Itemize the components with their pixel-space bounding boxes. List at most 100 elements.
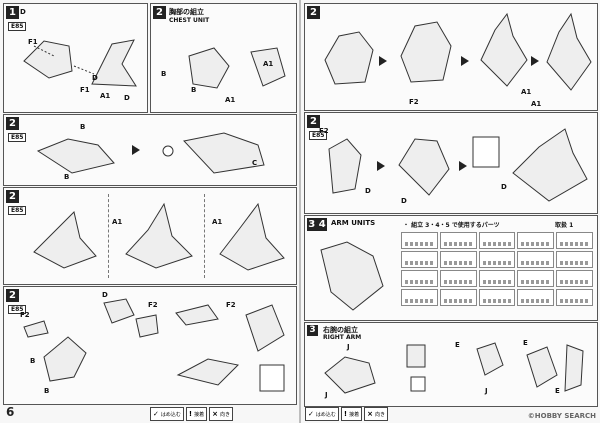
step-3-illustration-a: [324, 356, 376, 394]
step-number: 2: [307, 6, 320, 19]
step-2f-illustration-a: [328, 138, 362, 194]
legend-note: !接着: [185, 407, 208, 421]
sprue-icon: [517, 251, 555, 268]
part-label: A1: [263, 60, 274, 68]
cross-icon: ×: [367, 410, 373, 418]
part-label: A1: [521, 88, 532, 96]
step-number: 3 4: [307, 218, 327, 231]
step-arrow-icon: [531, 56, 539, 66]
check-icon: ✓: [308, 410, 314, 418]
part-label: B: [44, 387, 50, 395]
step-subtitle: RIGHT ARM: [323, 334, 362, 341]
step-2c-panel: 2 E85 A1 A1: [3, 187, 297, 285]
step-2c-illustration-a: [33, 211, 97, 269]
step-code: E85: [8, 133, 27, 142]
step-1-illustration: [23, 39, 137, 87]
page-gutter: [299, 0, 301, 423]
step-arrow-icon: [459, 161, 467, 171]
step-code: E85: [8, 206, 27, 215]
part-label: B: [161, 70, 167, 78]
step-number: 2: [153, 6, 166, 19]
part-label: A1: [112, 218, 123, 226]
step-2b-panel: 2 E85 B B C: [3, 114, 297, 186]
part-label: A1: [531, 100, 542, 108]
sprue-icon: [401, 270, 438, 287]
step-arrow-icon: [379, 56, 387, 66]
sprue-icon: [517, 289, 555, 306]
step-2f-illustration-c: [472, 128, 588, 202]
sprue-icon: [517, 232, 555, 249]
step-1-panel: 1 E85 D F1 D F1 A1 D: [3, 3, 148, 113]
step-2e-illustration-d: [546, 12, 592, 91]
part-label: B: [30, 357, 36, 365]
step-2e-illustration-a: [324, 31, 374, 85]
part-label: D: [501, 183, 507, 191]
legend-note: ×向き: [364, 407, 388, 421]
parts-header: ・ 組立 3・4・5 で使用するパーツ: [403, 222, 500, 229]
part-label: A1: [212, 218, 223, 226]
part-label: D: [365, 187, 371, 195]
step-title: 胸部の組立: [169, 8, 204, 16]
sprue-icon: [556, 251, 593, 268]
section-title: ARM UNITS: [331, 219, 376, 227]
step-title: 右腕の組立: [323, 326, 358, 334]
sprue-icon: [439, 289, 477, 306]
part-label: D: [102, 291, 108, 299]
part-label: F2: [20, 311, 30, 319]
arm-units-panel: 3 4 ARM UNITS ・ 組立 3・4・5 で使用するパーツ 取扱 1: [304, 215, 598, 321]
step-2d-illustration-c: [175, 304, 285, 392]
part-label: J: [325, 391, 328, 399]
part-label: J: [347, 343, 350, 351]
sprue-icon: [401, 232, 438, 249]
sprue-icon: [478, 270, 516, 287]
step-subtitle: CHEST UNIT: [169, 17, 210, 24]
legend-note: ×向き: [209, 407, 233, 421]
part-label: F2: [226, 301, 236, 309]
step-2f-panel: 2 E85 F2 D D D: [304, 112, 598, 214]
step-2-illustration: [188, 47, 286, 89]
step-2b-illustration-b: [162, 132, 265, 174]
part-label: D: [124, 94, 130, 102]
legend-note: !接着: [340, 407, 363, 421]
sprue-icon: [401, 251, 438, 268]
step-number: 2: [6, 190, 19, 203]
step-arrow-icon: [132, 145, 140, 155]
part-label: A1: [100, 92, 111, 100]
step-2b-illustration-a: [36, 138, 115, 174]
part-label: F2: [319, 127, 329, 135]
step-2d-illustration-b: [103, 298, 159, 338]
page-number: 6: [6, 405, 15, 419]
part-label: F1: [80, 86, 90, 94]
check-icon: ✓: [153, 410, 159, 418]
part-label: D: [92, 74, 98, 82]
sprue-icon: [478, 289, 516, 306]
step-3-right-arm-panel: 3 右腕の組立 RIGHT ARM J J E E J E: [304, 322, 598, 407]
sprue-icon: [439, 251, 477, 268]
part-label: C: [252, 159, 258, 167]
step-2d-illustration-a: [23, 320, 87, 382]
step-number: 2: [6, 117, 19, 130]
part-label: B: [191, 86, 197, 94]
part-label: D: [20, 8, 26, 16]
step-2e-panel: 2 F2 A1 A1: [304, 3, 598, 111]
parts-code: 取扱 1: [555, 222, 574, 229]
sprue-icon: [517, 270, 555, 287]
arm-unit-illustration: [320, 241, 384, 311]
step-code: E85: [309, 131, 328, 140]
step-number: 2: [6, 289, 19, 302]
part-label: D: [401, 197, 407, 205]
step-number: 2: [307, 115, 320, 128]
legend-notes: ✓はめ込む !接着 ×向き: [150, 407, 233, 421]
step-number: 3: [307, 325, 318, 336]
step-3-illustration-b: [406, 344, 426, 392]
step-2e-illustration-c: [480, 12, 528, 87]
part-label: B: [80, 123, 86, 131]
sprue-icon: [556, 270, 593, 287]
right-page: 2 F2 A1 A1 2 E85: [301, 0, 600, 423]
sprue-icon: [556, 232, 593, 249]
parts-list-grid: [401, 232, 593, 306]
sprue-icon: [556, 289, 593, 306]
step-code: E85: [8, 305, 27, 314]
sprue-icon: [439, 270, 477, 287]
